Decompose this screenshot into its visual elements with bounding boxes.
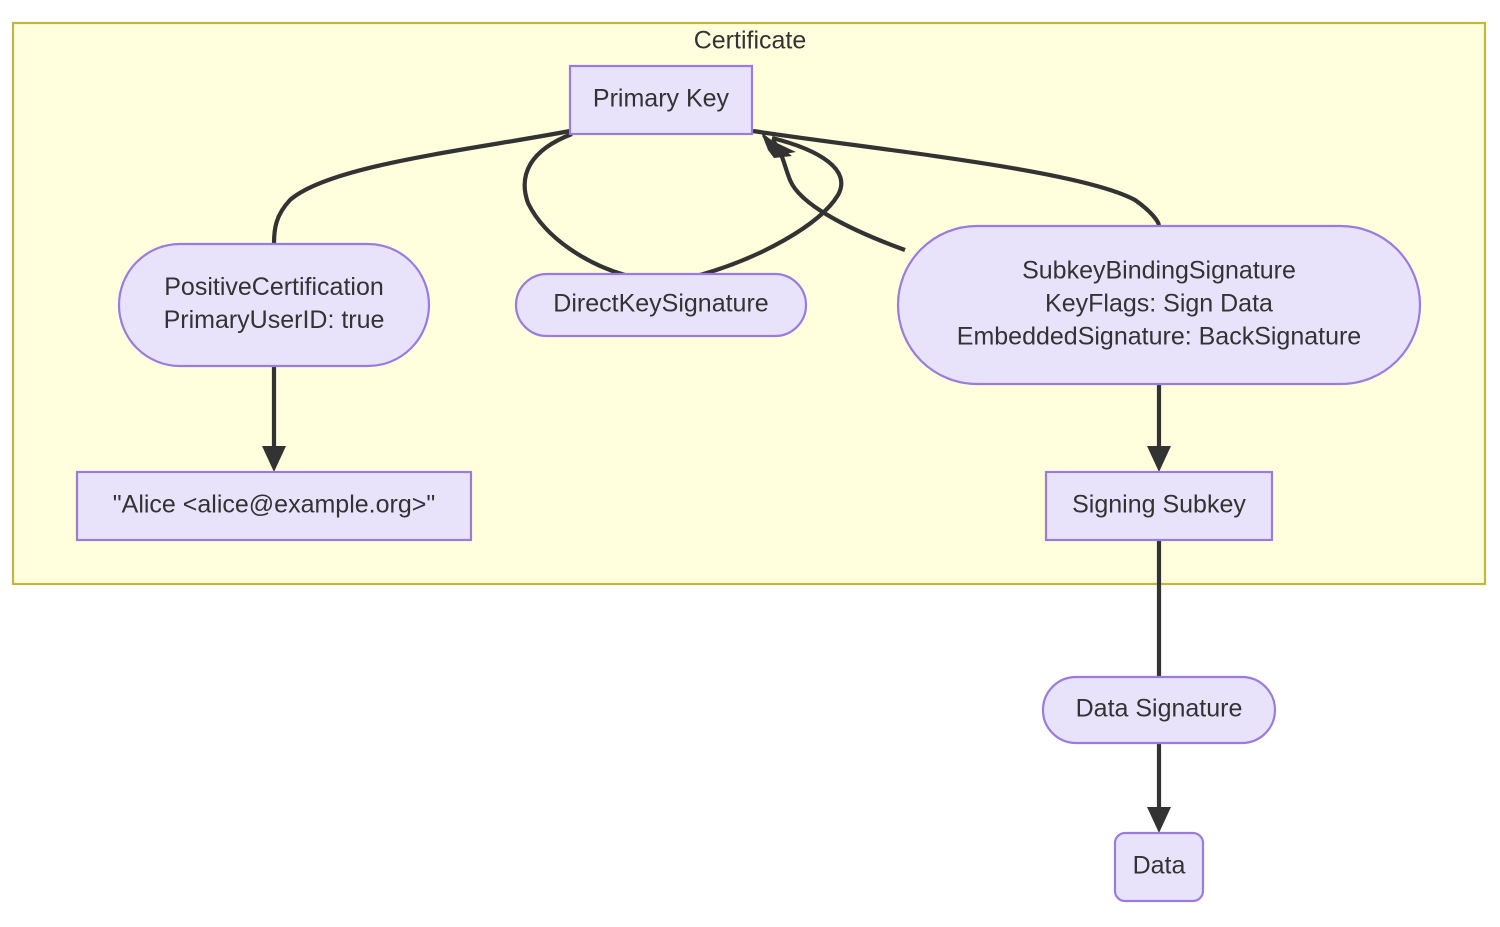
node-data-signature[interactable]: Data Signature xyxy=(1041,675,1277,745)
edge-primarykey-to-directkeysignature xyxy=(522,132,626,278)
node-label-subkey-binding-signature-line-3: EmbeddedSignature: BackSignature xyxy=(957,323,1361,351)
cluster-label-certificate: Certificate xyxy=(694,27,807,55)
node-data[interactable]: Data xyxy=(1113,831,1205,903)
edge-datasignature-to-data xyxy=(1147,743,1171,833)
edge-subkeybinding-to-primarykey-backsig-arrowhead-icon xyxy=(761,132,792,158)
edge-primarykey-to-positivecertification xyxy=(271,128,571,245)
node-signing-subkey[interactable]: Signing Subkey xyxy=(1044,470,1274,542)
node-label-data: Data xyxy=(1133,852,1186,880)
edge-positivecertification-to-userid xyxy=(262,366,286,472)
node-shape-direct-key-signature xyxy=(514,272,808,338)
node-shape-data-signature xyxy=(1041,675,1277,745)
node-user-id[interactable]: "Alice <alice@example.org>" xyxy=(75,470,473,542)
node-label-user-id: "Alice <alice@example.org>" xyxy=(113,491,435,519)
node-shape-signing-subkey xyxy=(1044,470,1274,542)
edge-layer xyxy=(262,128,1171,833)
edge-primarykey-to-subkeybinding xyxy=(752,128,1162,227)
edge-datasignature-to-data-arrowhead-icon xyxy=(1147,807,1171,833)
node-label-positive-certification-line-2: PrimaryUserID: true xyxy=(164,306,385,334)
node-direct-key-signature[interactable]: DirectKeySignature xyxy=(514,272,808,338)
node-shape-user-id xyxy=(75,470,473,542)
edge-subkeybinding-to-primarykey-backsig xyxy=(761,132,906,252)
edge-directkeysignature-to-primarykey-backsig-line xyxy=(699,135,844,278)
node-label-signing-subkey: Signing Subkey xyxy=(1072,491,1246,519)
node-shape-positive-certification xyxy=(117,242,431,368)
edge-primarykey-to-subkeybinding-line xyxy=(752,128,1162,227)
node-label-subkey-binding-signature-line-2: KeyFlags: Sign Data xyxy=(1045,290,1273,318)
node-shape-primary-key xyxy=(568,64,754,136)
edge-subkeybinding-to-signingsubkey-arrowhead-icon xyxy=(1147,446,1171,472)
edge-primarykey-to-directkeysignature-line xyxy=(522,132,626,278)
node-label-primary-key: Primary Key xyxy=(593,85,730,113)
node-layer: Primary KeyPositiveCertificationPrimaryU… xyxy=(75,64,1422,903)
node-primary-key[interactable]: Primary Key xyxy=(568,64,754,136)
node-shape-data xyxy=(1113,831,1205,903)
node-shape-subkey-binding-signature xyxy=(896,224,1422,386)
node-label-data-signature: Data Signature xyxy=(1076,695,1243,723)
node-label-direct-key-signature: DirectKeySignature xyxy=(553,290,768,318)
node-label-positive-certification-line-1: PositiveCertification xyxy=(164,273,384,301)
node-label-subkey-binding-signature-line-1: SubkeyBindingSignature xyxy=(1022,257,1296,285)
edge-primarykey-to-positivecertification-line xyxy=(271,128,571,245)
edge-subkeybinding-to-signingsubkey xyxy=(1147,384,1171,472)
edge-positivecertification-to-userid-arrowhead-icon xyxy=(262,446,286,472)
